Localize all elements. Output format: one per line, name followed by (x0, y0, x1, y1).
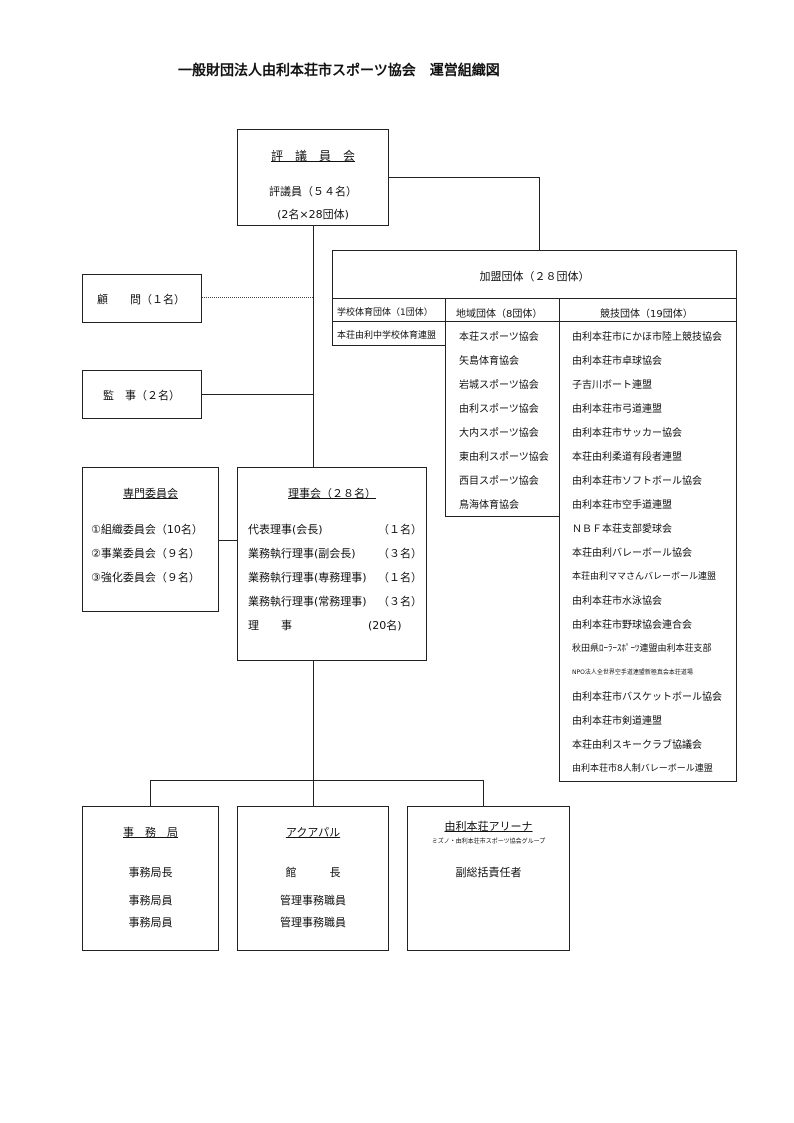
auditor-label: 監 事（２名） (103, 389, 180, 402)
list-item: 管理事務職員 (280, 916, 346, 929)
advisor-box: 顧 問（１名） (82, 274, 202, 323)
page-title: 一般財団法人由利本荘市スポーツ協会 運営組織図 (178, 63, 500, 79)
list-item: 本荘由利中学校体育連盟 (337, 331, 437, 341)
connector (219, 540, 238, 541)
list-item: 事務局員 (128, 916, 173, 929)
list-item: 本荘由利柔道有段者連盟 (572, 452, 682, 463)
list-item: 由利本荘市卓球協会 (572, 356, 662, 367)
arena-box: 由利本荘アリーナ ミズノ・由利本荘市スポーツ協会グループ 副総括責任者 (407, 806, 570, 951)
connector (150, 780, 484, 781)
board-role: 業務執行理事(常務理事) (248, 595, 367, 608)
council-composition: (2名×28団体) (277, 208, 349, 221)
school-orgs-column: 学校体育団体（1団体） 本荘由利中学校体育連盟 (332, 298, 446, 346)
committees-box: 専門委員会 ①組織委員会（10名） ②事業委員会（９名） ③強化委員会（９名） (82, 467, 219, 612)
list-item: 由利本荘市野球協会連合会 (572, 620, 692, 631)
connector (313, 780, 314, 806)
list-item: 由利本荘市サッカー協会 (572, 428, 682, 439)
divider (446, 321, 559, 322)
list-item: 由利本荘市ソフトボール協会 (572, 476, 702, 487)
list-item: 矢島体育協会 (459, 356, 519, 367)
list-item: ＮＢＦ本荘支部愛球会 (572, 524, 672, 535)
board-heading: 理事会（２８名） (288, 487, 376, 500)
member-orgs-heading-box: 加盟団体（２８団体） (332, 250, 737, 299)
connector (313, 661, 314, 780)
aquapal-box: アクアパル 館 長 管理事務職員 管理事務職員 (237, 806, 389, 951)
list-item: ②事業委員会（９名） (91, 547, 200, 560)
board-role: 業務執行理事(専務理事) (248, 571, 367, 584)
list-item: 岩城スポーツ協会 (459, 380, 539, 391)
list-item: 由利本荘市剣道連盟 (572, 716, 662, 727)
council-members: 評議員（５４名） (269, 185, 357, 198)
list-item: 本荘由利スキークラブ協議会 (572, 740, 702, 751)
committees-heading: 専門委員会 (123, 487, 178, 500)
connector-dotted (202, 297, 313, 298)
secretariat-heading: 事 務 局 (123, 826, 178, 839)
list-item: 本荘由利バレーボール協会 (572, 548, 692, 559)
list-item: 由利本荘市8人制バレーボール連盟 (572, 764, 713, 774)
member-orgs-heading: 加盟団体（２８団体） (479, 270, 590, 283)
connector (313, 226, 314, 468)
list-item: 館 長 (285, 866, 341, 879)
connector (202, 394, 313, 395)
arena-heading: 由利本荘アリーナ (444, 820, 533, 833)
sports-orgs-header: 競技団体（19団体） (600, 309, 693, 320)
list-item: 管理事務職員 (280, 894, 346, 907)
connector (483, 780, 484, 806)
council-box: 評 議 員 会 評議員（５４名） (2名×28団体) (237, 129, 389, 226)
school-orgs-header: 学校体育団体（1団体） (337, 308, 433, 318)
list-item: ①組織委員会（10名） (91, 523, 203, 536)
list-item: 由利本荘市空手道連盟 (572, 500, 672, 511)
connector (150, 780, 151, 806)
list-item: 副総括責任者 (455, 866, 522, 879)
council-heading: 評 議 員 会 (270, 149, 355, 163)
list-item: 西目スポーツ協会 (459, 476, 539, 487)
list-item: 由利スポーツ協会 (459, 404, 539, 415)
list-item: 由利本荘市にかほ市陸上競技協会 (572, 332, 722, 343)
board-role: 理 事 (248, 619, 292, 632)
board-box: 理事会（２８名） 代表理事(会長) （１名） 業務執行理事(副会長) （３名） … (237, 467, 427, 661)
divider (333, 321, 445, 322)
list-item: 東由利スポーツ協会 (459, 452, 549, 463)
list-item: 秋田県ﾛｰﾗｰｽﾎﾟｰﾂ連盟由利本荘支部 (572, 644, 712, 654)
advisor-label: 顧 問（１名） (97, 293, 185, 306)
list-item: 子吉川ボート連盟 (572, 380, 652, 391)
board-role: 代表理事(会長) (248, 523, 323, 536)
list-item: 本荘スポーツ協会 (459, 332, 539, 343)
list-item: 鳥海体育協会 (459, 500, 519, 511)
regional-orgs-header: 地域団体（8団体） (456, 309, 543, 320)
list-item: 由利本荘市バスケットボール協会 (572, 692, 722, 703)
sports-orgs-column: 競技団体（19団体） 由利本荘市にかほ市陸上競技協会 由利本荘市卓球協会 子吉川… (559, 298, 737, 782)
auditor-box: 監 事（２名） (82, 370, 202, 419)
board-count: （１名） (378, 571, 422, 584)
list-item: 事務局員 (128, 894, 173, 907)
list-item: 由利本荘市弓道連盟 (572, 404, 662, 415)
board-count: （３名） (378, 547, 422, 560)
divider (560, 321, 736, 322)
list-item: NPO法人全世界空手道連盟新極真会本荘道場 (572, 669, 693, 676)
board-count: （１名） (378, 523, 422, 536)
board-count: (20名) (368, 619, 402, 632)
regional-orgs-column: 地域団体（8団体） 本荘スポーツ協会 矢島体育協会 岩城スポーツ協会 由利スポー… (445, 298, 560, 517)
secretariat-box: 事 務 局 事務局長 事務局員 事務局員 (82, 806, 219, 951)
board-role: 業務執行理事(副会長) (248, 547, 356, 560)
list-item: 本荘由利ママさんバレーボール連盟 (572, 572, 717, 582)
board-count: （３名） (378, 595, 422, 608)
connector (539, 177, 540, 250)
list-item: ③強化委員会（９名） (91, 571, 200, 584)
aquapal-heading: アクアパル (285, 826, 341, 839)
arena-subtitle: ミズノ・由利本荘市スポーツ協会グループ (431, 838, 546, 845)
connector (389, 177, 540, 178)
list-item: 大内スポーツ協会 (459, 428, 539, 439)
list-item: 事務局長 (128, 866, 173, 879)
list-item: 由利本荘市水泳協会 (572, 596, 662, 607)
